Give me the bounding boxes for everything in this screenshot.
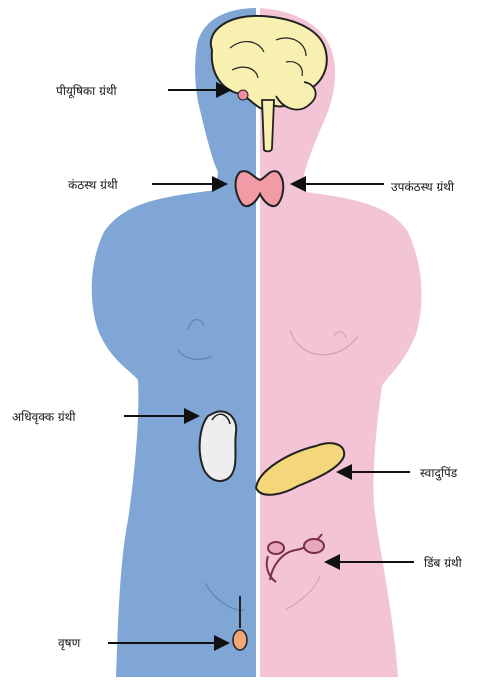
label-testis: वृषण bbox=[58, 634, 80, 651]
pituitary-gland bbox=[238, 90, 248, 100]
adrenal-kidney bbox=[200, 411, 237, 481]
label-ovary: डिंब ग्रंथी bbox=[424, 554, 462, 571]
label-pancreas: स्वादुपिंड bbox=[420, 464, 457, 481]
brain-stem bbox=[262, 100, 274, 151]
male-body-half bbox=[92, 8, 258, 677]
label-thyroid: कंठस्थ ग्रंथी bbox=[68, 176, 118, 193]
female-body-half bbox=[258, 8, 422, 677]
label-adrenal: अधिवृक्क ग्रंथी bbox=[12, 408, 75, 425]
female-silhouette bbox=[258, 8, 422, 677]
male-silhouette bbox=[92, 8, 258, 677]
label-pituitary: पीयूषिका ग्रंथी bbox=[56, 82, 117, 99]
label-parathyroid: उपकंठस्थ ग्रंथी bbox=[391, 178, 454, 195]
